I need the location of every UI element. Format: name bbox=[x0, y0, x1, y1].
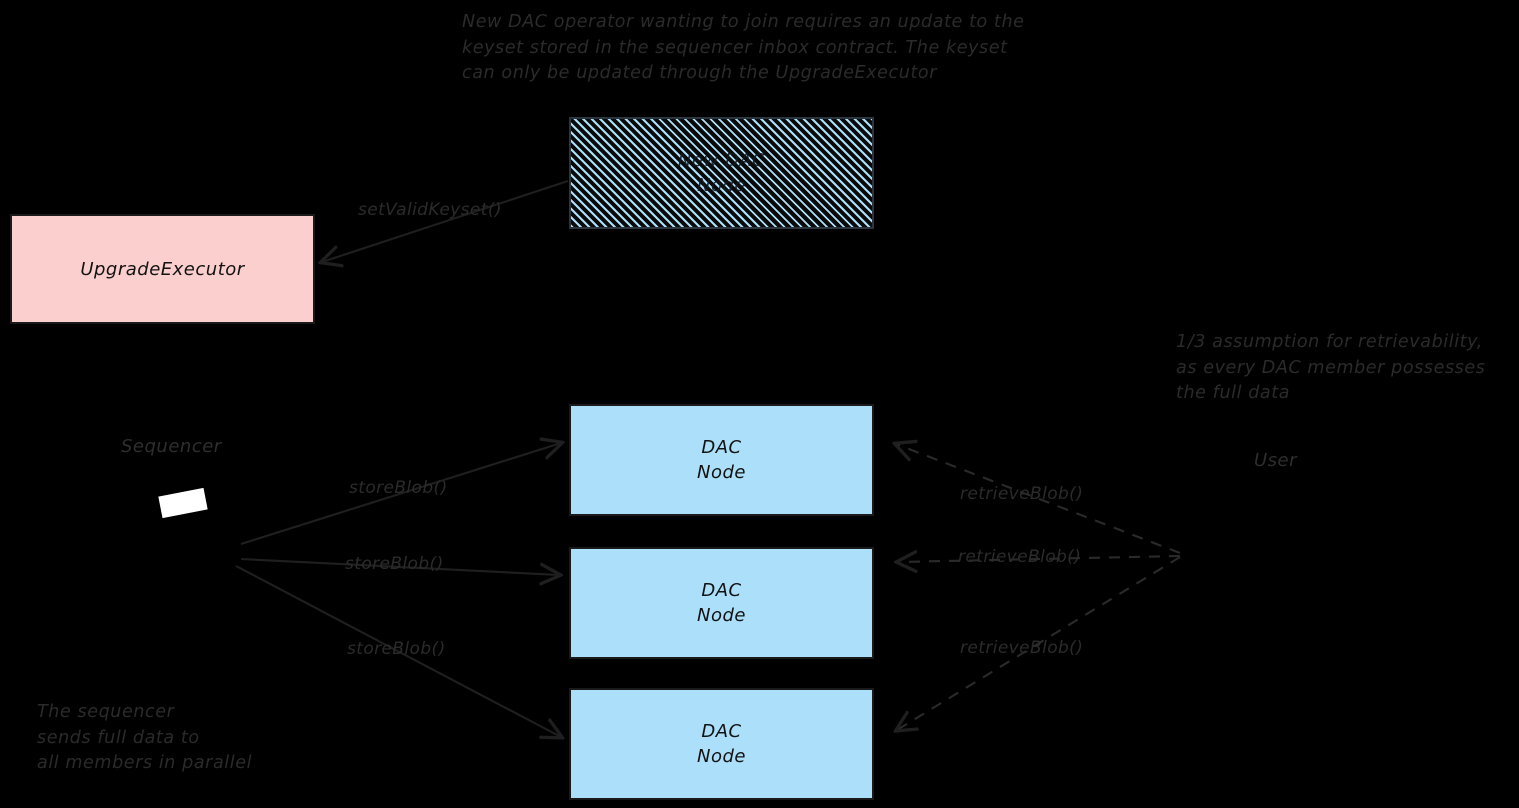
box-dac-node-2[interactable]: DAC Node bbox=[569, 547, 874, 659]
edge-set-valid-keyset bbox=[322, 180, 569, 262]
box-dac-node-2-line1: DAC bbox=[701, 580, 742, 601]
edge-label-store-blob-3: storeBlob() bbox=[347, 639, 446, 659]
box-new-dac-node-line2: Node bbox=[697, 175, 746, 196]
edge-label-store-blob-1: storeBlob() bbox=[349, 478, 448, 498]
edge-label-store-blob-2: storeBlob() bbox=[345, 554, 444, 574]
box-new-dac-node[interactable]: New DAC Node bbox=[569, 117, 874, 229]
box-dac-node-3-line1: DAC bbox=[701, 721, 742, 742]
edge-label-retrieve-blob-1: retrieveBlob() bbox=[960, 484, 1084, 504]
edge-retrieve-blob-2 bbox=[898, 556, 1181, 562]
edge-label-set-valid-keyset: setValidKeyset() bbox=[358, 200, 502, 220]
box-dac-node-1-line1: DAC bbox=[701, 437, 742, 458]
box-dac-node-3-line2: Node bbox=[697, 746, 746, 767]
note-retrievability: 1/3 assumption for retrievability, as ev… bbox=[1176, 332, 1486, 403]
box-new-dac-node-line1: New DAC bbox=[677, 150, 766, 171]
box-dac-node-2-line2: Node bbox=[697, 605, 746, 626]
edge-retrieve-blob-1 bbox=[896, 444, 1181, 554]
box-dac-node-1[interactable]: DAC Node bbox=[569, 404, 874, 516]
edge-label-retrieve-blob-3: retrieveBlob() bbox=[960, 638, 1084, 658]
note-sequencer-parallel: The sequencer sends full data to all mem… bbox=[37, 702, 253, 773]
box-upgrade-executor-label: UpgradeExecutor bbox=[80, 258, 245, 280]
note-keyset-update: New DAC operator wanting to join require… bbox=[462, 12, 1025, 83]
box-upgrade-executor[interactable]: UpgradeExecutor bbox=[10, 214, 315, 324]
box-dac-node-3[interactable]: DAC Node bbox=[569, 688, 874, 800]
edge-store-blob-1 bbox=[240, 443, 561, 546]
edge-store-blob-3 bbox=[235, 565, 561, 737]
actor-label-sequencer: Sequencer bbox=[121, 436, 222, 457]
box-dac-node-1-line2: Node bbox=[697, 462, 746, 483]
edge-retrieve-blob-3 bbox=[897, 556, 1181, 730]
actor-label-user: User bbox=[1254, 450, 1298, 471]
edge-label-retrieve-blob-2: retrieveBlob() bbox=[958, 547, 1082, 567]
edge-store-blob-2 bbox=[240, 557, 559, 575]
